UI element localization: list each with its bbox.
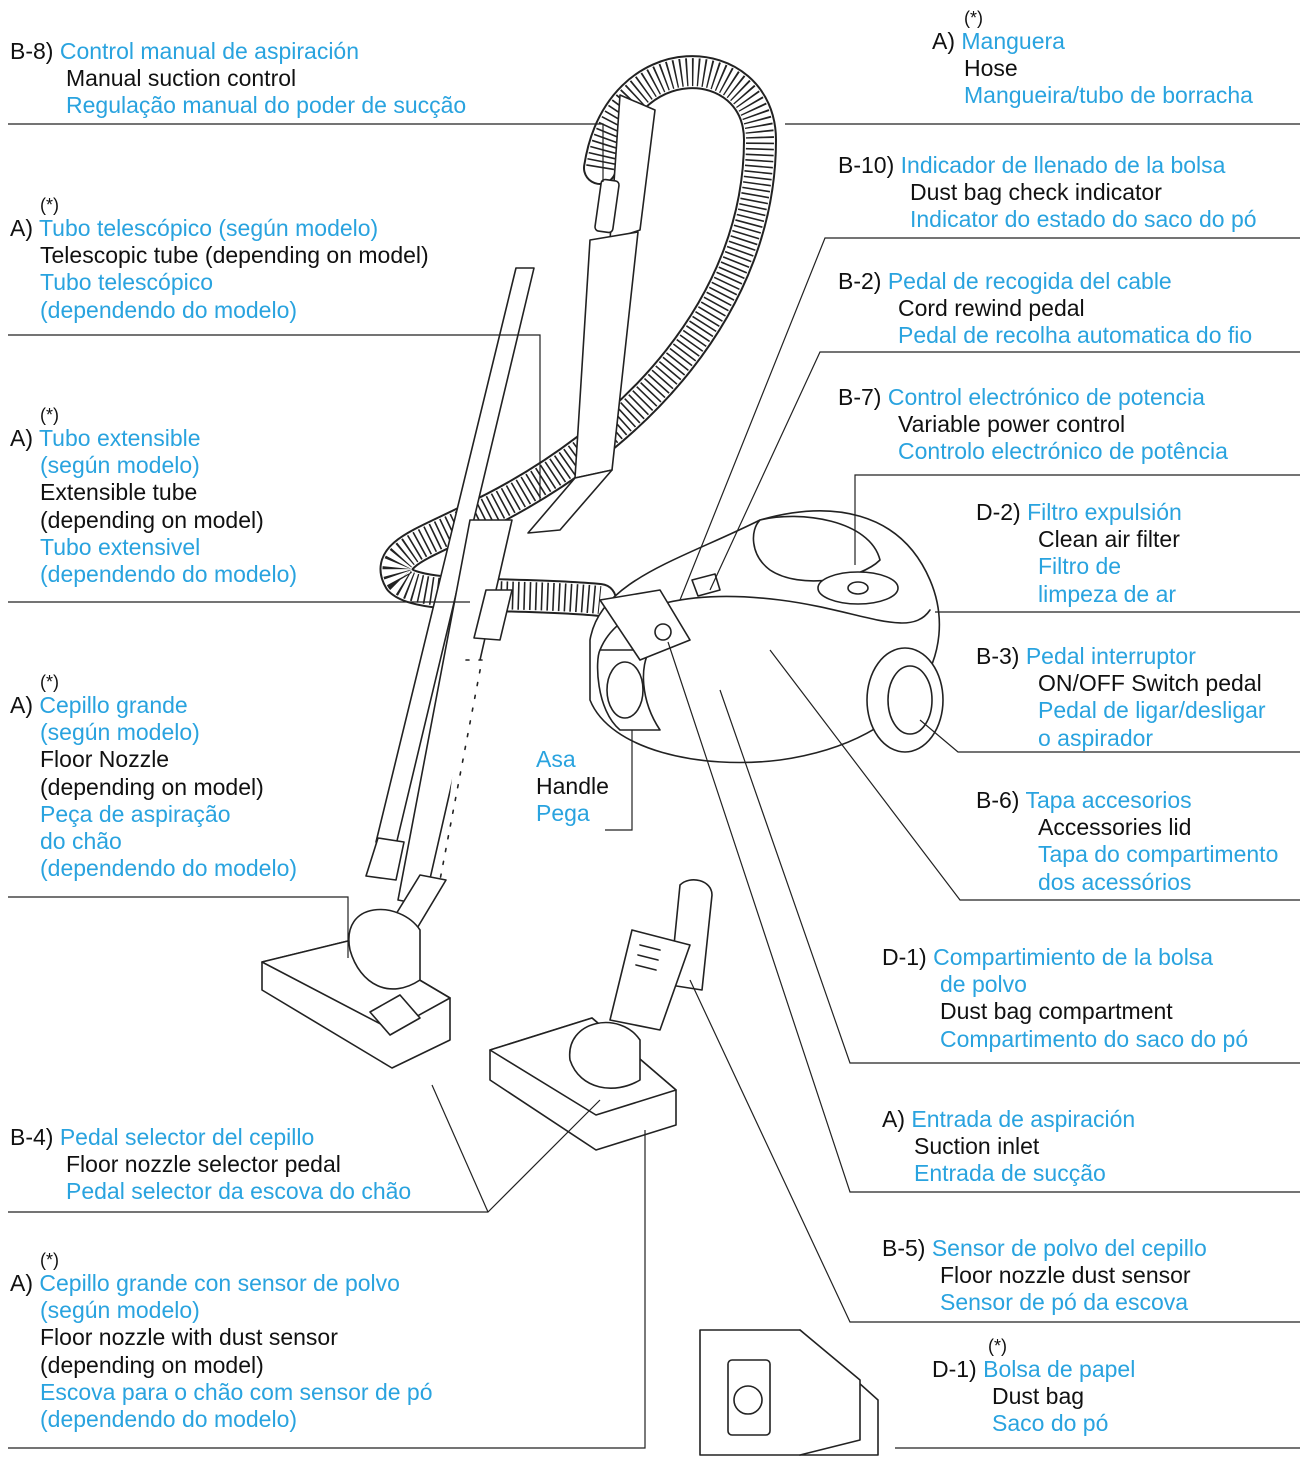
label-floor-nozzle: (*) A) Cepillo grande (según modelo) Flo… [10, 672, 298, 882]
dust-bag [699, 1329, 879, 1456]
label-floor-nozzle-dust-sensor-part: B-5) Sensor de polvo del cepillo Floor n… [882, 1235, 1207, 1316]
label-hose: (*) A) Manguera Hose Mangueira/tubo de b… [932, 8, 1253, 109]
telescopic-tube [365, 267, 535, 881]
label-accessories-lid: B-6) Tapa accesorios Accessories lid Tap… [976, 787, 1279, 895]
label-dust-bag-compartment: D-1) Compartimiento de la bolsa de polvo… [882, 944, 1249, 1052]
hose [379, 55, 777, 617]
label-cord-rewind-pedal: B-2) Pedal de recogida del cable Cord re… [838, 268, 1253, 349]
floor-nozzle [261, 908, 451, 1069]
label-power-control: B-7) Control electrónico de potencia Var… [838, 384, 1228, 465]
label-suction-inlet: A) Entrada de aspiración Suction inlet E… [882, 1106, 1136, 1187]
label-telescopic-tube: (*) A) Tubo telescópico (según modelo) T… [10, 195, 429, 323]
label-floor-nozzle-selector-pedal: B-4) Pedal selector del cepillo Floor no… [10, 1124, 412, 1205]
floor-nozzle-dust-sensor [489, 879, 713, 1151]
label-switch-pedal: B-3) Pedal interruptor ON/OFF Switch ped… [976, 643, 1266, 751]
label-dust-bag-indicator: B-10) Indicador de llenado de la bolsa D… [838, 152, 1257, 233]
hose-handle [574, 94, 656, 479]
label-extensible-tube: (*) A) Tubo extensible (según modelo) Ex… [10, 405, 298, 588]
manual-suction-control [594, 178, 620, 234]
label-handle: Asa Handle Pega [536, 746, 609, 827]
label-clean-air-filter: D-2) Filtro expulsión Clean air filter F… [976, 499, 1182, 607]
vacuum-body [589, 510, 944, 764]
dust-bag-indicator [691, 573, 721, 597]
suction-inlet [599, 589, 691, 661]
leader-lines [8, 123, 1300, 1449]
label-dust-bag: (*) D-1) Bolsa de papel Dust bag Saco do… [932, 1336, 1136, 1437]
label-manual-suction-control: B-8) Control manual de aspiración Manual… [10, 38, 467, 119]
label-floor-nozzle-dust-sensor: (*) A) Cepillo grande con sensor de polv… [10, 1250, 433, 1433]
